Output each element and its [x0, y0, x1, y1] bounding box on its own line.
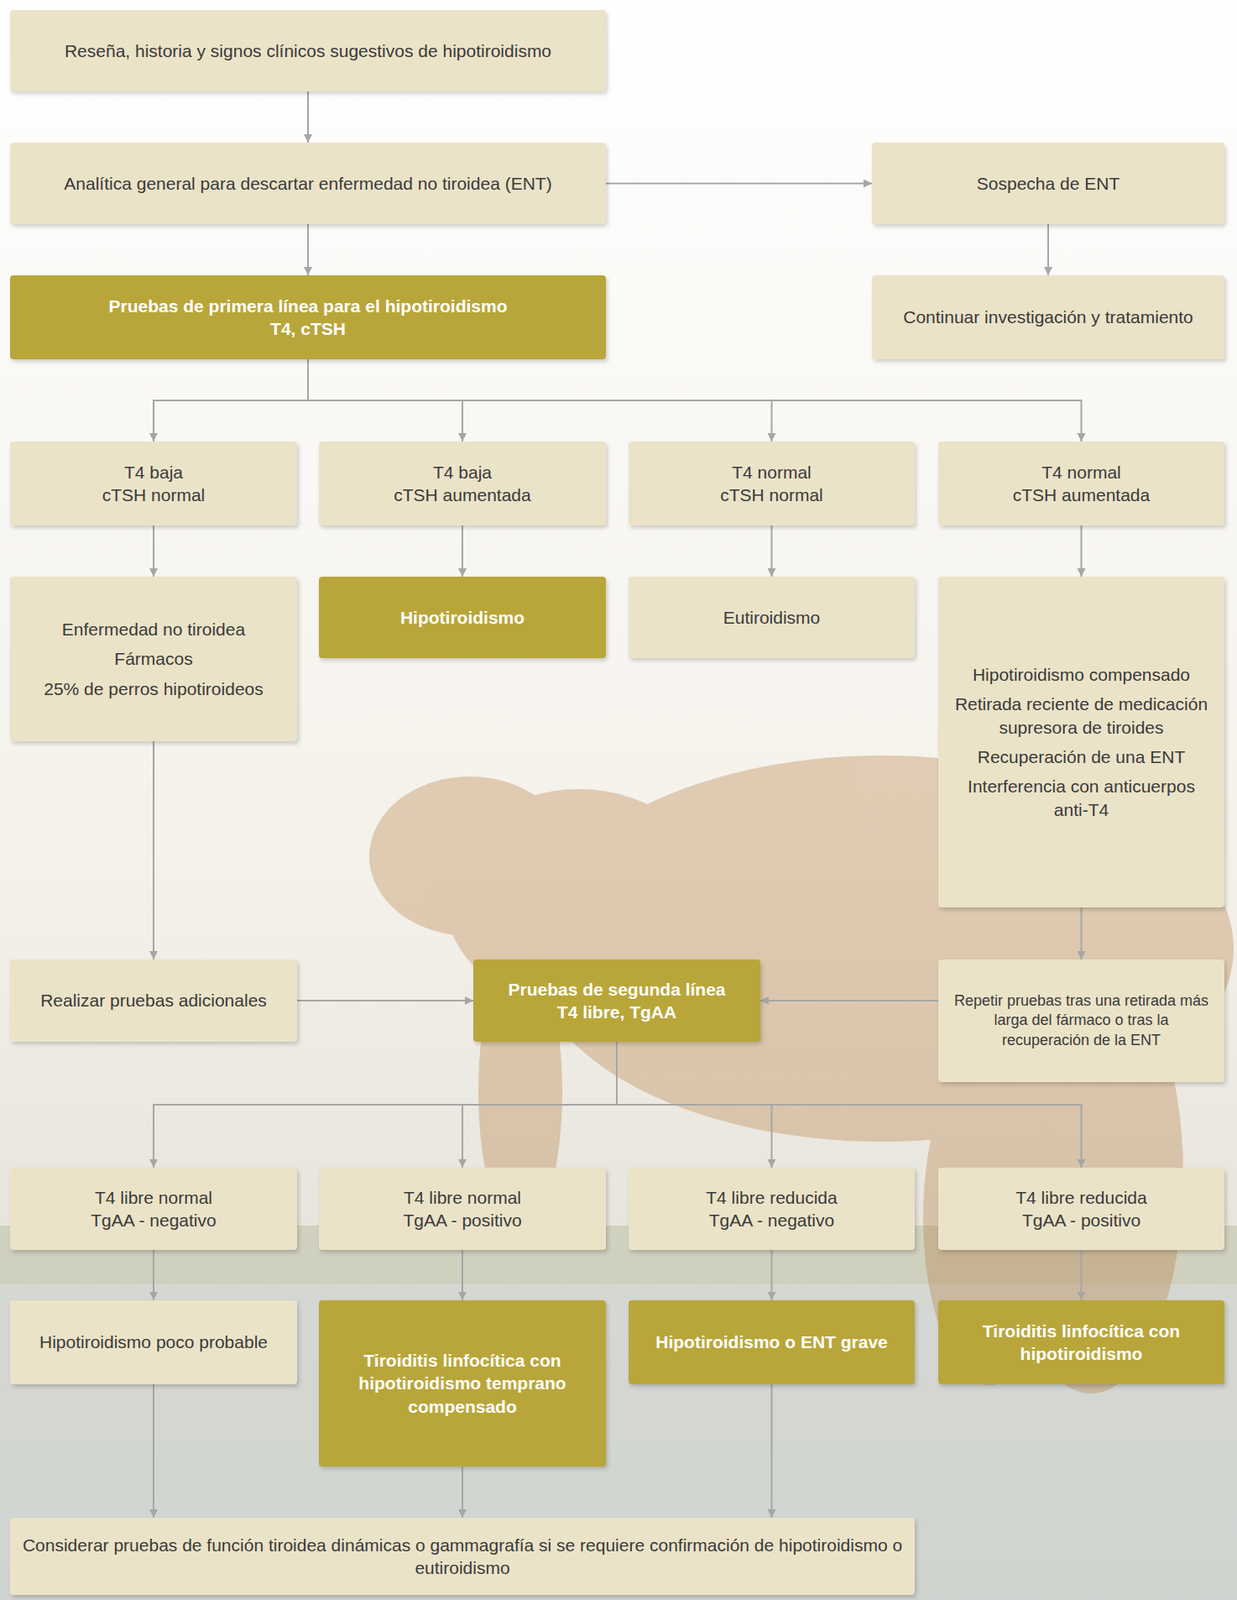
- flow-arrow: [153, 1041, 617, 1168]
- box-text: cTSH aumentada: [393, 483, 531, 507]
- box-text: T4 libre normal: [94, 1185, 213, 1209]
- flow-arrow: [760, 999, 939, 1002]
- box-text: cTSH aumentada: [1012, 483, 1150, 507]
- result-box: Tiroiditis linfocítica con hipotiroidism…: [938, 1299, 1225, 1384]
- result-box: Pruebas de segunda líneaT4 libre, TgAA: [473, 959, 761, 1042]
- flow-arrow: [605, 182, 872, 185]
- box-text: T4 normal: [731, 460, 812, 484]
- flow-arrow: [307, 224, 309, 276]
- process-box: T4 bajacTSH aumentada: [318, 441, 606, 526]
- box-text: TgAA - negativo: [709, 1208, 835, 1232]
- box-text: TgAA - negativo: [90, 1208, 216, 1232]
- flow-arrow: [1047, 224, 1050, 276]
- box-text: Continuar investigación y tratamiento: [902, 305, 1194, 329]
- process-box: Sospecha de ENT: [871, 142, 1225, 225]
- result-box: Hipotiroidismo o ENT grave: [628, 1299, 915, 1384]
- box-text: T4, cTSH: [270, 317, 346, 340]
- process-box: T4 normalcTSH aumentada: [938, 441, 1225, 526]
- box-text: Considerar pruebas de función tiroidea d…: [21, 1533, 903, 1580]
- box-text: cTSH normal: [102, 483, 206, 507]
- box-text: Pruebas de segunda línea: [507, 977, 726, 1001]
- box-text: Pruebas de primera línea para el hipotir…: [109, 294, 508, 318]
- box-text: TgAA - positivo: [402, 1208, 522, 1232]
- flow-arrow: [1080, 907, 1083, 960]
- flow-arrow: [771, 1249, 773, 1300]
- box-text: T4 libre normal: [403, 1185, 522, 1209]
- box-text: Retirada reciente de medicación supresor…: [949, 692, 1213, 739]
- process-box: Eutiroidismo: [628, 576, 915, 658]
- flow-arrow: [152, 525, 155, 577]
- flow-arrow: [461, 1466, 464, 1518]
- box-text: Hipotiroidismo compensado: [972, 662, 1191, 686]
- box-text: Reseña, historia y signos clínicos suges…: [64, 39, 552, 63]
- box-text: Realizar pruebas adicionales: [40, 988, 267, 1012]
- process-box: Considerar pruebas de función tiroidea d…: [10, 1517, 915, 1595]
- box-text: Analítica general para descartar enferme…: [63, 172, 552, 195]
- box-text: Eutiroidismo: [723, 605, 821, 629]
- box-text: T4 libre reducida: [705, 1185, 837, 1209]
- box-text: T4 libre, TgAA: [557, 1000, 677, 1024]
- box-text: T4 libre reducida: [1015, 1185, 1147, 1209]
- process-box: Hipotiroidismo compensadoRetirada recien…: [938, 576, 1225, 908]
- process-box: Enfermedad no tiroideaFármacos 25% de per…: [10, 576, 298, 742]
- flow-arrow: [462, 1041, 617, 1168]
- result-box: Pruebas de primera línea para el hipotir…: [10, 275, 606, 360]
- box-text: Interferencia con anticuerpos anti-T4: [949, 774, 1213, 821]
- result-box: Tiroiditis linfocítica con hipotiroidism…: [318, 1299, 606, 1467]
- process-box: Reseña, historia y signos clínicos suges…: [10, 10, 606, 92]
- process-box: Analítica general para descartar enferme…: [10, 142, 606, 225]
- box-text: Hipotiroidismo o ENT grave: [655, 1330, 888, 1353]
- flow-arrow: [152, 1249, 155, 1300]
- process-box: T4 libre reducidaTgAA - negativo: [628, 1167, 915, 1250]
- flow-arrow: [1080, 1249, 1083, 1300]
- process-box: Repetir pruebas tras una retirada más la…: [938, 959, 1225, 1082]
- box-text: Repetir pruebas tras una retirada más la…: [949, 991, 1213, 1050]
- flow-arrow: [152, 1383, 155, 1518]
- flow-arrow: [307, 91, 309, 143]
- box-text: Tiroiditis linfocítica con hipotiroidism…: [330, 1348, 595, 1418]
- box-text: Enfermedad no tiroidea: [62, 617, 246, 641]
- box-text: TgAA - positivo: [1022, 1208, 1141, 1232]
- box-text: Fármacos: [114, 647, 193, 670]
- flow-arrow: [771, 525, 773, 577]
- box-text: Tiroiditis linfocítica con hipotiroidism…: [949, 1319, 1213, 1366]
- box-text: Recuperación de una ENT: [977, 745, 1185, 768]
- process-box: T4 libre normalTgAA - negativo: [10, 1167, 298, 1250]
- process-box: Hipotiroidismo poco probable: [10, 1299, 298, 1384]
- flow-arrow: [153, 359, 308, 442]
- box-text: Sospecha de ENT: [976, 172, 1120, 195]
- box-text: T4 normal: [1041, 460, 1122, 484]
- flow-arrow: [771, 1383, 773, 1518]
- process-box: Continuar investigación y tratamiento: [871, 275, 1225, 360]
- flow-arrow: [461, 1249, 464, 1300]
- result-box: Hipotiroidismo: [318, 576, 606, 658]
- flow-arrow: [307, 359, 1082, 442]
- box-text: T4 baja: [433, 460, 492, 484]
- flow-arrow: [1080, 525, 1083, 577]
- process-box: T4 libre reducidaTgAA - positivo: [938, 1167, 1225, 1250]
- box-text: Hipotiroidismo poco probable: [39, 1330, 268, 1353]
- flow-arrow: [152, 741, 155, 960]
- flow-arrow: [297, 999, 474, 1002]
- box-text: Hipotiroidismo: [400, 605, 525, 629]
- box-text: 25% de perros hipotiroideos: [43, 677, 264, 700]
- process-box: T4 bajacTSH normal: [10, 441, 298, 526]
- process-box: T4 normalcTSH normal: [628, 441, 915, 526]
- box-text: T4 baja: [124, 460, 183, 484]
- box-text: cTSH normal: [720, 483, 824, 507]
- process-box: Realizar pruebas adicionales: [10, 959, 298, 1042]
- process-box: T4 libre normalTgAA - positivo: [318, 1167, 606, 1250]
- flow-arrow: [461, 525, 464, 577]
- water: [0, 1283, 1237, 1600]
